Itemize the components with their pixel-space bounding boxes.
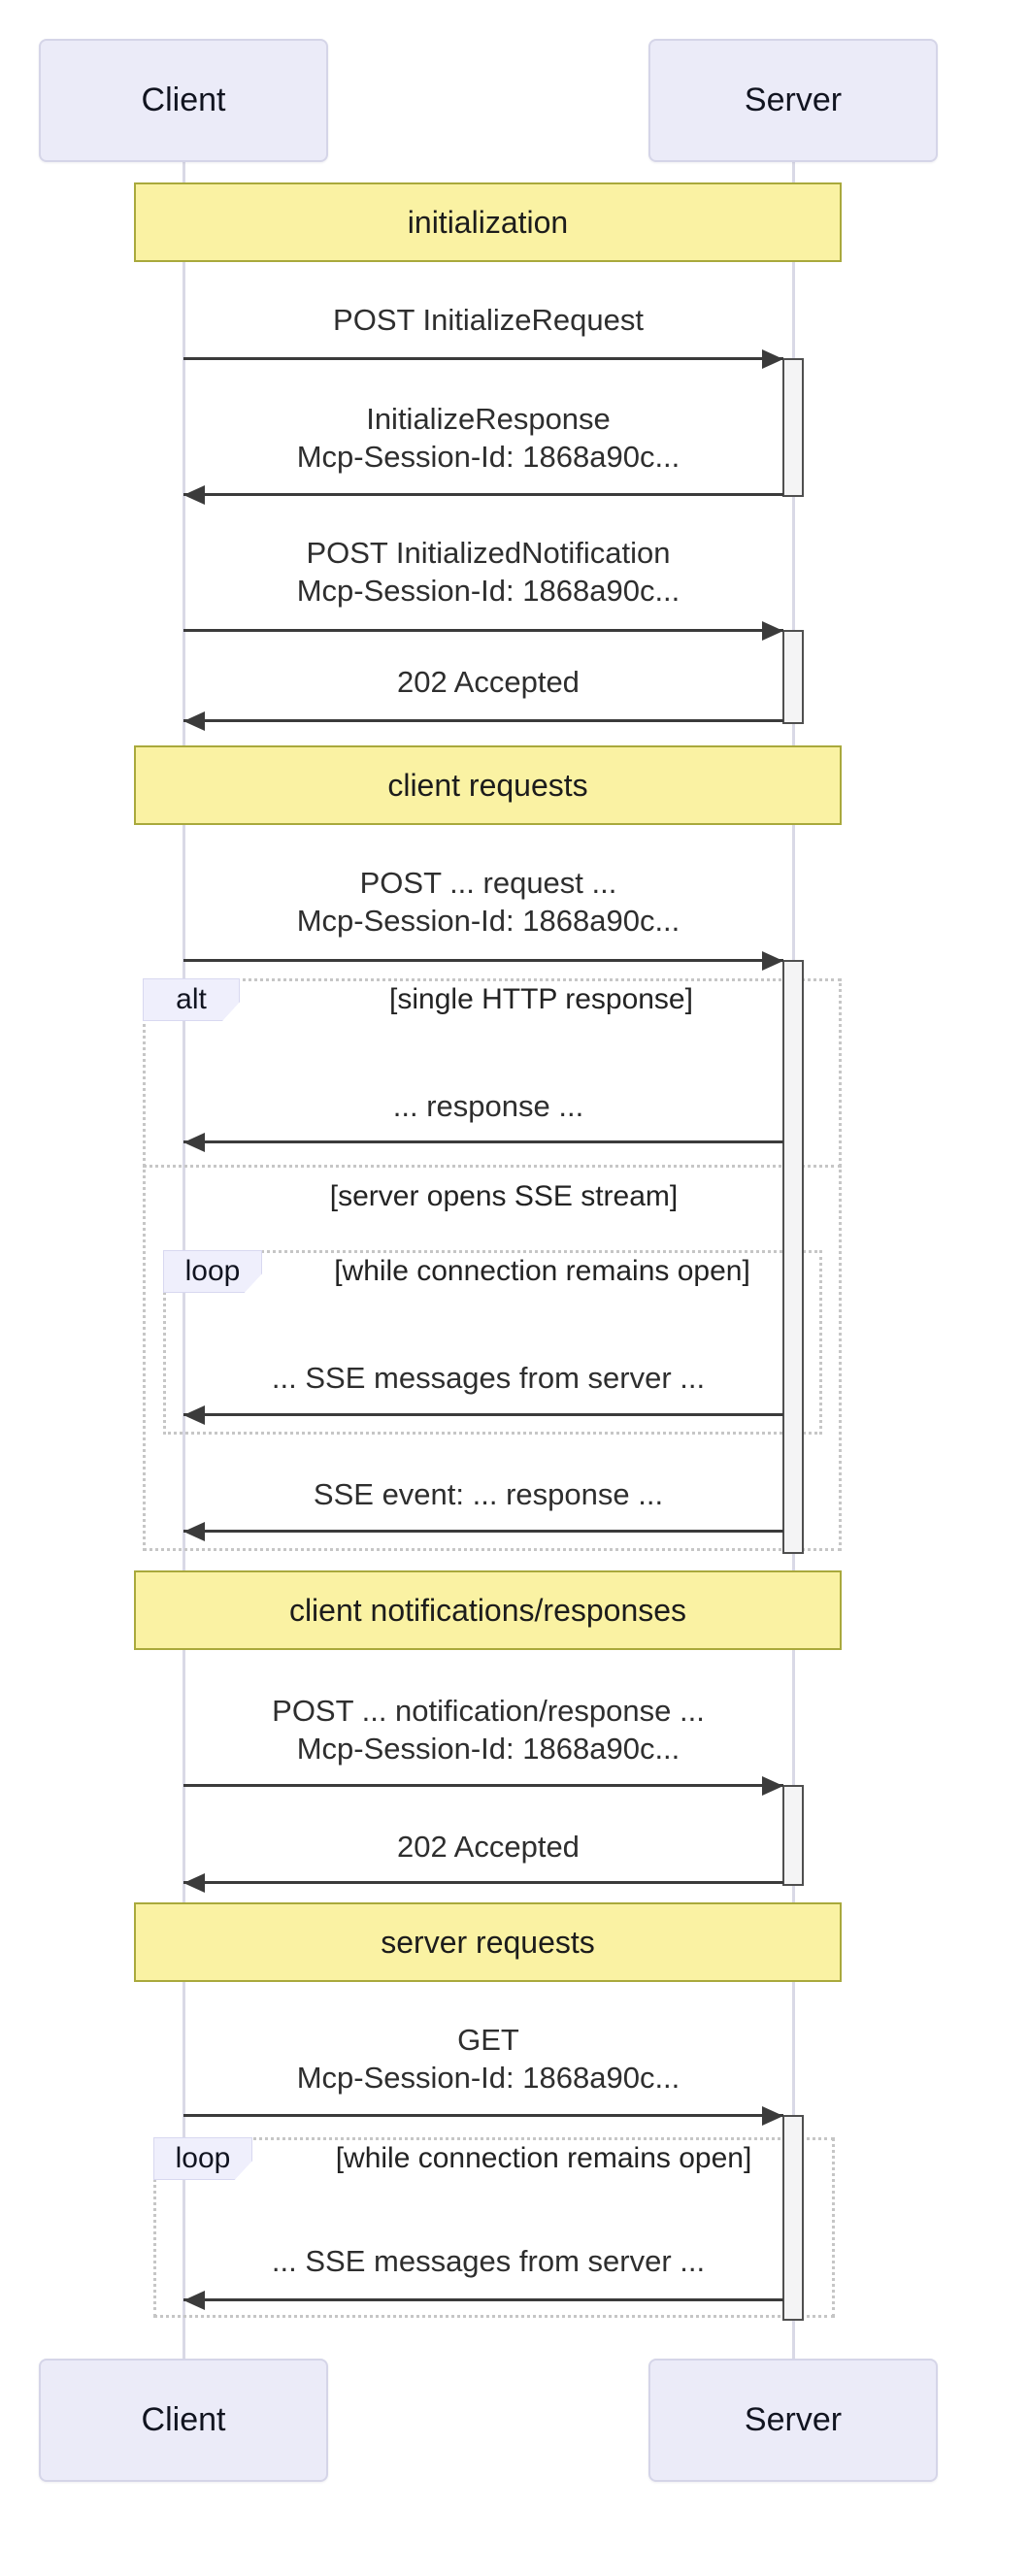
client-actor-bottom: Client bbox=[39, 2359, 328, 2482]
loop-label: loop bbox=[153, 2137, 252, 2180]
message-text: POST InitializedNotification Mcp-Session… bbox=[296, 536, 680, 608]
arrowhead-left-icon bbox=[183, 2291, 205, 2310]
message-text: POST ... request ... Mcp-Session-Id: 186… bbox=[296, 866, 680, 938]
section-label: server requests bbox=[381, 1924, 595, 1960]
arrowhead-left-icon bbox=[183, 1522, 205, 1541]
arrowhead-right-icon bbox=[762, 1776, 783, 1796]
arrowhead-right-icon bbox=[762, 621, 783, 641]
client-actor-label: Client bbox=[141, 82, 226, 118]
server-actor-top: Server bbox=[648, 39, 938, 162]
message-text: GET Mcp-Session-Id: 1868a90c... bbox=[296, 2023, 680, 2095]
activation-bar bbox=[782, 1785, 804, 1886]
message-text: ... response ... bbox=[392, 1089, 584, 1123]
arrowhead-left-icon bbox=[183, 1873, 205, 1893]
loop-condition: [while connection remains open] bbox=[335, 2142, 752, 2174]
activation-bar bbox=[782, 2115, 804, 2321]
message-arrow-right bbox=[183, 951, 783, 971]
section-label: client requests bbox=[387, 767, 588, 803]
message-text: POST ... notification/response ... Mcp-S… bbox=[272, 1694, 705, 1766]
message-text: ... SSE messages from server ... bbox=[271, 1361, 706, 1395]
message-arrow-left bbox=[183, 485, 783, 505]
message-arrow-left bbox=[183, 1522, 783, 1541]
server-actor-label: Server bbox=[744, 2401, 843, 2438]
message-text: POST InitializeRequest bbox=[333, 303, 644, 337]
loop-frame bbox=[153, 2137, 835, 2318]
client-actor-label: Client bbox=[141, 2401, 226, 2438]
section-band-client-requests: client requests bbox=[134, 745, 842, 825]
message-arrow-left bbox=[183, 1405, 783, 1425]
message-arrow-left bbox=[183, 2291, 783, 2310]
message-text: 202 Accepted bbox=[397, 1830, 580, 1864]
alt-divider bbox=[143, 1165, 842, 1168]
message-arrow-right bbox=[183, 2106, 783, 2126]
message-text: SSE event: ... response ... bbox=[313, 1477, 664, 1511]
message-arrow-right bbox=[183, 1776, 783, 1796]
message-arrow-left bbox=[183, 1133, 783, 1152]
alt-divider-condition: [server opens SSE stream] bbox=[329, 1180, 679, 1212]
section-label: initialization bbox=[407, 204, 569, 240]
message-arrow-right bbox=[183, 621, 783, 641]
loop-label: loop bbox=[163, 1250, 262, 1293]
activation-bar bbox=[782, 960, 804, 1554]
arrowhead-right-icon bbox=[762, 349, 783, 369]
arrowhead-right-icon bbox=[762, 2106, 783, 2126]
section-band-server-requests: server requests bbox=[134, 1902, 842, 1982]
message-arrow-left bbox=[183, 1873, 783, 1893]
arrowhead-left-icon bbox=[183, 1133, 205, 1152]
server-actor-bottom: Server bbox=[648, 2359, 938, 2482]
arrowhead-left-icon bbox=[183, 1405, 205, 1425]
arrowhead-right-icon bbox=[762, 951, 783, 971]
message-arrow-right bbox=[183, 349, 783, 369]
section-label: client notifications/responses bbox=[288, 1592, 687, 1628]
alt-condition: [single HTTP response] bbox=[389, 983, 693, 1015]
message-arrow-left bbox=[183, 711, 783, 731]
alt-label: alt bbox=[143, 978, 240, 1021]
server-actor-label: Server bbox=[744, 82, 843, 118]
message-text: ... SSE messages from server ... bbox=[271, 2244, 706, 2278]
client-actor-top: Client bbox=[39, 39, 328, 162]
section-band-client-notifications: client notifications/responses bbox=[134, 1570, 842, 1650]
arrowhead-left-icon bbox=[183, 711, 205, 731]
activation-bar bbox=[782, 630, 804, 724]
message-text: 202 Accepted bbox=[397, 665, 580, 699]
section-band-initialization: initialization bbox=[134, 182, 842, 262]
alt-frame bbox=[143, 978, 842, 1551]
loop-frame bbox=[163, 1250, 822, 1435]
activation-bar bbox=[782, 358, 804, 497]
loop-condition: [while connection remains open] bbox=[334, 1255, 750, 1287]
message-text: InitializeResponse Mcp-Session-Id: 1868a… bbox=[296, 402, 680, 474]
arrowhead-left-icon bbox=[183, 485, 205, 505]
